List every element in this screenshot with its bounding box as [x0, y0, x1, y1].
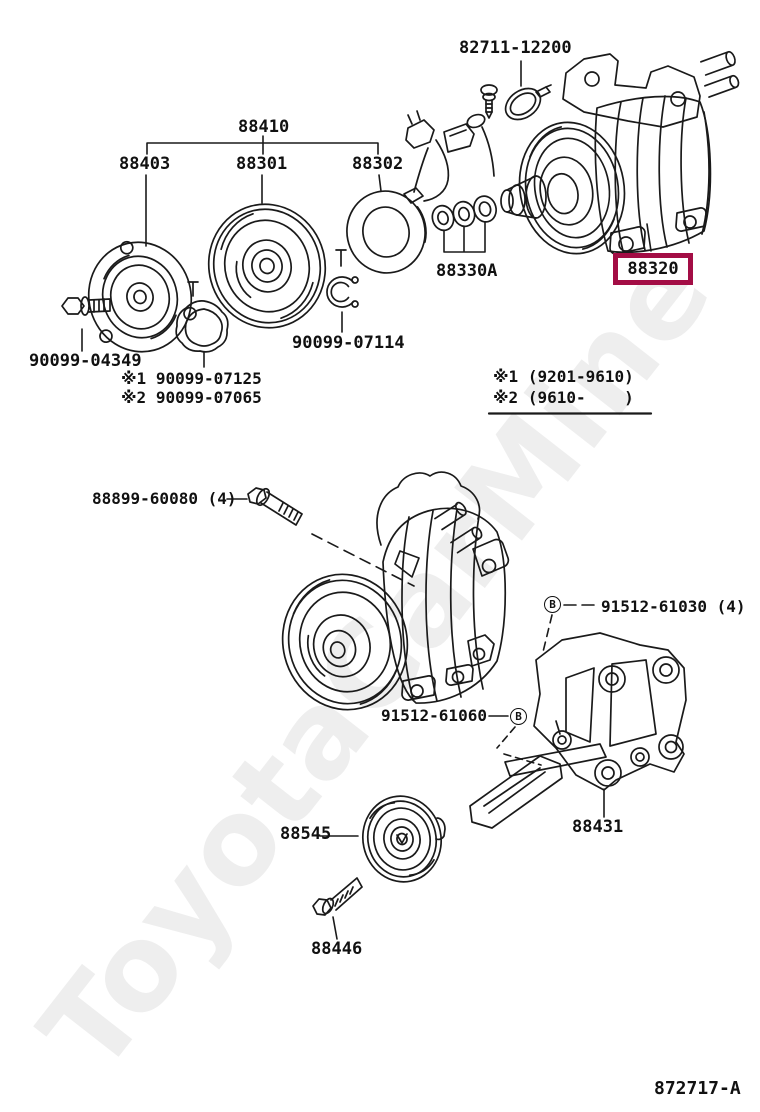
- hub-bolt-drawing: [61, 296, 111, 316]
- note-label-90099-07065: ※2 90099-07065: [121, 388, 262, 407]
- part-label-88410: 88410: [238, 117, 290, 137]
- part-label-90099-07114: 90099-07114: [292, 333, 405, 353]
- note-range-2: ※2 (9610- ): [493, 388, 634, 407]
- bolt-marker-icon: B: [544, 596, 561, 613]
- part-label-82711-12200: 82711-12200: [459, 38, 572, 58]
- highlighted-part-88320[interactable]: 88320: [613, 253, 693, 285]
- idler-bolt-drawing: [312, 877, 363, 916]
- part-label-88330A: 88330A: [436, 261, 498, 281]
- clutch-rotor-drawing: [207, 203, 327, 329]
- note-range-1: ※1 (9201-9610): [493, 367, 634, 386]
- part-label-88403: 88403: [119, 154, 171, 174]
- clamp-drawing: [504, 84, 552, 121]
- part-label-88446: 88446: [311, 939, 363, 959]
- o-rings-drawing: [431, 195, 497, 232]
- part-label-91512-61060: 91512-61060: [381, 706, 487, 725]
- leader-lines: [81, 60, 652, 940]
- part-label-88899-60080: 88899-60080 (4): [92, 489, 237, 508]
- part-label-88301: 88301: [236, 154, 288, 174]
- bracket-drawing: [469, 632, 687, 829]
- clutch-hub-drawing: [87, 240, 197, 353]
- gasket-drawing: [175, 281, 229, 353]
- clutch-stator-drawing: [346, 110, 495, 274]
- screw-drawing: [480, 84, 498, 119]
- part-label-91512-61030: 91512-61030 (4): [601, 597, 746, 616]
- part-label-88302: 88302: [352, 154, 404, 174]
- note-label-90099-07125: ※1 90099-07125: [121, 369, 262, 388]
- idler-pulley-drawing: [361, 795, 446, 883]
- compressor-drawing: [500, 50, 740, 255]
- part-label-90099-04349: 90099-04349: [29, 351, 142, 371]
- part-label-88431: 88431: [572, 817, 624, 837]
- highlighted-part-label: 88320: [627, 259, 679, 279]
- compressor-assembly-drawing: [281, 471, 510, 711]
- mount-bolt-drawing: [247, 487, 303, 526]
- part-label-88545: 88545: [280, 824, 332, 844]
- snap-ring-drawing: [326, 249, 359, 308]
- drawing-code: 872717-A: [654, 1078, 741, 1099]
- bolt-marker-icon: B: [510, 708, 527, 725]
